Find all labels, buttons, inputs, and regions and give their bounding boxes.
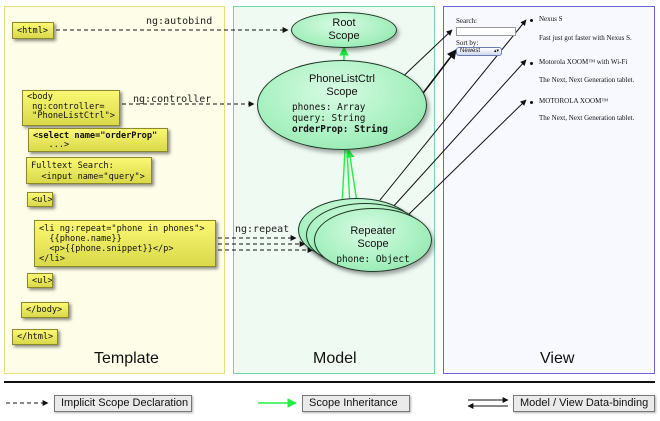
phonelist-scope-line1: PhoneListCtrl (308, 73, 376, 85)
select-arrows-icon: ▴▾ (493, 48, 499, 54)
view-sort-value: Newest (460, 48, 481, 54)
bullet-icon (530, 62, 533, 65)
select-line-1: <select name="orderProp" (33, 131, 158, 141)
repeater-scope-line1: Repeater (350, 225, 396, 237)
controller-label: ng:controller (133, 94, 212, 105)
ul-open-box: <ul> (27, 192, 53, 207)
inheritance-line-1 (341, 149, 346, 206)
phonelist-field-query: query: String (292, 113, 366, 124)
legend-implicit-label: Implicit Scope Declaration (54, 395, 192, 412)
view-item-3-name: MOTOROLA XOOM™ (539, 97, 609, 105)
legend-binding-label: Model / View Data-binding (513, 395, 655, 412)
repeater-scope-line2: Scope (357, 238, 389, 250)
view-item-3-snippet: The Next, Next Generation tablet. (539, 114, 635, 122)
html-open-box: <html> (12, 22, 54, 39)
template-panel-label: Template (94, 350, 159, 367)
select-orderprop-box: <select name="orderProp" ...> (28, 128, 168, 152)
bullet-icon (530, 101, 533, 104)
legend-inheritance-label: Scope Inheritance (302, 395, 410, 412)
model-panel-label: Model (313, 350, 357, 367)
phonelist-field-orderprop: orderProp: String (292, 124, 388, 135)
view-panel-label: View (540, 350, 575, 367)
body-close-box: </body> (21, 302, 69, 318)
phonelist-fields: phones: Array query: String orderProp: S… (292, 102, 426, 135)
repeat-label: ng:repeat (235, 224, 290, 235)
view-item-2-name: Motorola XOOM™ with Wi-Fi (539, 58, 628, 66)
view-sort-label: Sort by: (456, 39, 479, 47)
view-search-label: Search: (456, 17, 477, 25)
view-sort-select[interactable]: Newest ▴▾ (456, 47, 502, 56)
body-controller-box: <body ng:controller= "PhoneListCtrl"> (22, 90, 120, 126)
root-scope: Root Scope (291, 12, 397, 48)
binding-item-3 (404, 99, 527, 219)
phonelistctrl-scope: PhoneListCtrl Scope phones: Array query:… (257, 60, 427, 150)
view-search-input[interactable] (456, 27, 516, 36)
bullet-icon (530, 19, 533, 22)
html-close-box: </html> (12, 329, 58, 345)
view-item-1-snippet: Fast just got faster with Nexus S. (539, 34, 632, 42)
view-item-2-snippet: The Next, Next Generation tablet. (539, 76, 635, 84)
inheritance-line-2 (346, 149, 351, 208)
view-panel (443, 6, 655, 374)
binding-item-2 (391, 59, 527, 209)
ul-close-box: <ul> (27, 273, 53, 288)
li-repeat-box: <li ng:repeat="phone in phones"> {{phone… (34, 220, 216, 267)
repeater-field-phone: phone: Object (336, 254, 410, 265)
select-line-2: ...> (33, 140, 70, 150)
phonelist-scope-line2: Scope (326, 86, 358, 98)
phonelist-field-phones: phones: Array (292, 102, 366, 113)
search-input-box: Fulltext Search: <input name="query"> (26, 157, 152, 184)
root-scope-line2: Scope (328, 30, 360, 42)
repeater-scope: Repeater Scope phone: Object (314, 208, 432, 272)
view-item-1-name: Nexus S (539, 15, 563, 23)
autobind-label: ng:autobind (146, 16, 213, 27)
root-scope-line1: Root (332, 17, 356, 29)
